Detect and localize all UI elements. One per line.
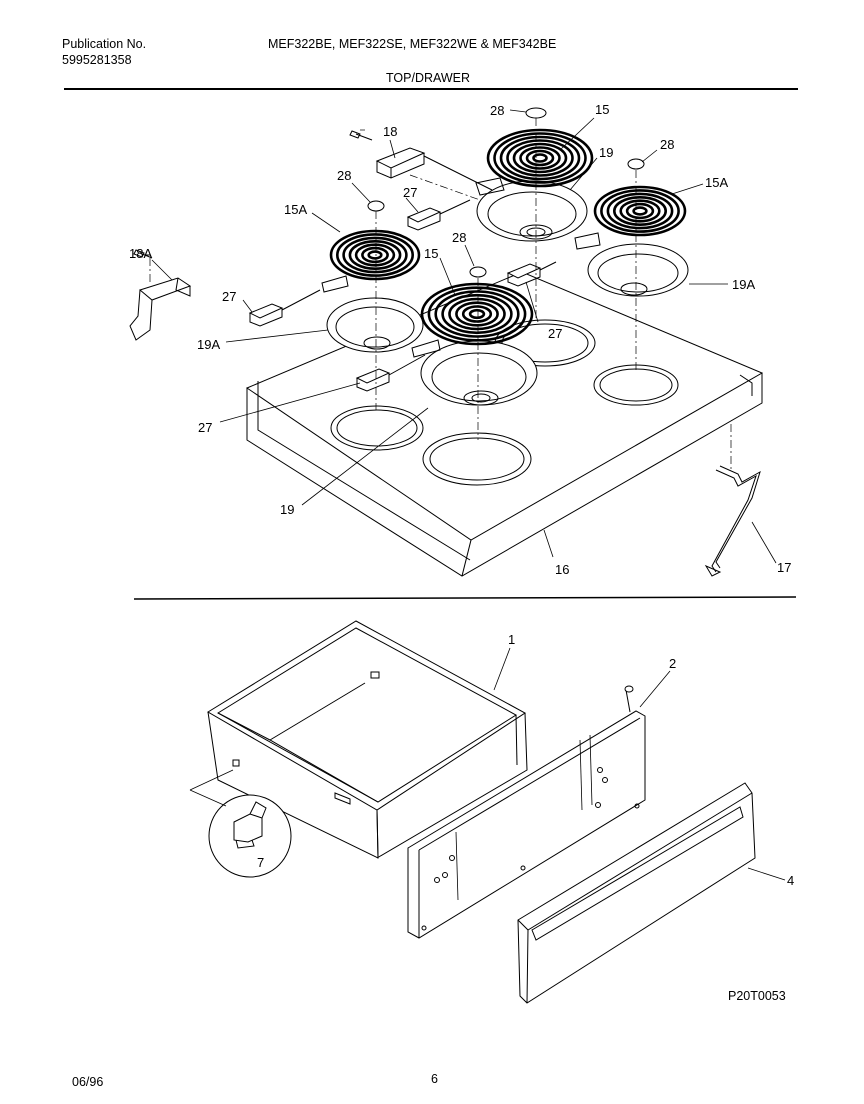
coil-ring: [506, 139, 574, 177]
coil-ring: [448, 297, 506, 331]
coil-ring: [493, 132, 587, 184]
coil-ring: [468, 308, 486, 320]
label-19A-left: 19A: [197, 337, 220, 352]
label-15-rear: 15: [595, 102, 609, 117]
coil-ring: [455, 301, 499, 327]
drawer-panel-2: [407, 685, 646, 939]
label-17: 17: [777, 560, 791, 575]
coil-ring: [532, 153, 548, 163]
drip-bowls: [326, 180, 689, 406]
section-divider: [133, 596, 797, 600]
label-18A: 18A: [129, 246, 152, 261]
coil-ring: [420, 282, 534, 346]
label-27-front: 27: [198, 420, 212, 435]
receptacles: [248, 147, 601, 392]
drawer-front-4: [517, 782, 756, 1004]
center-lines: [149, 118, 732, 470]
model-numbers: MEF322BE, MEF322SE, MEF322WE & MEF342BE: [268, 37, 557, 51]
coil-ring: [335, 233, 414, 277]
label-27-left: 27: [222, 289, 236, 304]
page-number: 6: [431, 1072, 438, 1086]
coil-ring: [342, 236, 408, 274]
label-27-right: 27: [548, 326, 562, 341]
label-2: 2: [669, 656, 676, 671]
coil-ring: [632, 206, 648, 216]
coil-ring: [625, 202, 655, 220]
coil-ring: [612, 196, 667, 227]
label-4: 4: [787, 873, 794, 888]
coil-ring: [361, 246, 389, 264]
coil-ring: [600, 189, 680, 233]
diagram-code: P20T0053: [728, 989, 786, 1003]
coil-ring: [606, 192, 674, 230]
publication-number: 5995281358: [62, 53, 132, 67]
label-15A-left: 15A: [284, 202, 307, 217]
coil-ring: [367, 250, 383, 260]
coil-ring: [434, 290, 520, 338]
bracket-18A: [129, 130, 373, 341]
label-27-center: 27: [403, 185, 417, 200]
coil-ring: [348, 240, 402, 271]
label-19-rear: 19: [599, 145, 613, 160]
coil-ring: [512, 142, 568, 174]
coil-ring: [329, 229, 421, 281]
coil-ring: [461, 305, 493, 323]
label-19A-right: 19A: [732, 277, 755, 292]
bracket-17: [704, 465, 761, 577]
coil-ring: [427, 286, 527, 342]
leader-lines: [151, 109, 777, 564]
label-18: 18: [383, 124, 397, 139]
footer-date: 06/96: [72, 1075, 104, 1089]
publication-label: Publication No.: [62, 37, 147, 51]
label-16: 16: [555, 562, 569, 577]
label-7: 7: [257, 855, 264, 870]
coil-ring: [486, 128, 594, 188]
coil-ring: [519, 146, 561, 170]
label-1: 1: [508, 632, 515, 647]
detail-circle-7: [189, 769, 292, 878]
drawer-body: [207, 620, 528, 859]
label-15-front: 15: [424, 246, 438, 261]
label-28-right: 28: [660, 137, 674, 152]
coil-ring: [619, 199, 661, 223]
label-28-center: 28: [452, 230, 466, 245]
part-labels: 28 15 18 19 28 28 27 15A 15A 28 15 18A 2…: [129, 102, 794, 888]
leader-lines-lower: [493, 647, 786, 881]
coil-ring: [441, 293, 513, 335]
coil-ring: [354, 243, 396, 267]
trim-rings-28: [367, 107, 645, 278]
coil-ring: [525, 149, 555, 167]
coil-ring: [499, 135, 581, 181]
label-28-top: 28: [490, 103, 504, 118]
section-title: TOP/DRAWER: [386, 71, 471, 85]
coil-ring: [593, 185, 687, 237]
label-15A-right: 15A: [705, 175, 728, 190]
surface-elements: [329, 128, 687, 346]
label-19-front: 19: [280, 502, 294, 517]
label-28-left: 28: [337, 168, 351, 183]
